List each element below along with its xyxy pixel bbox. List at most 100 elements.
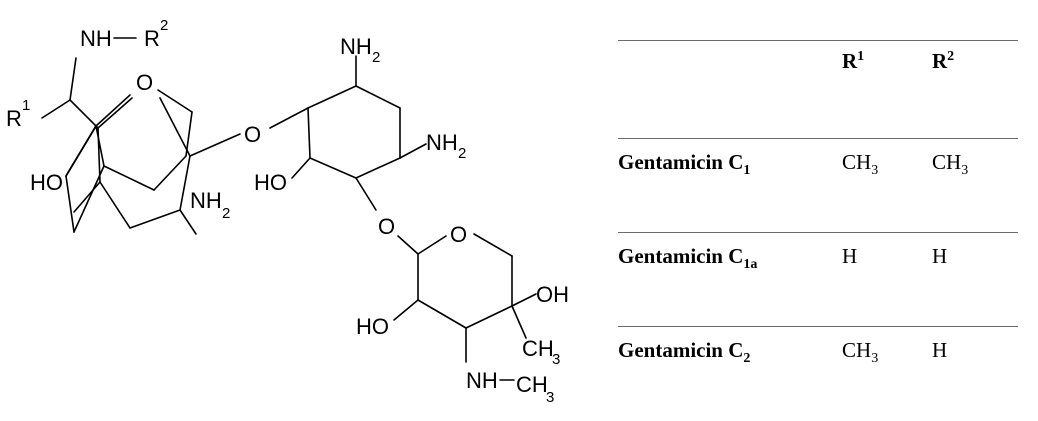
r2-superscript: 2 xyxy=(160,17,168,34)
bond xyxy=(97,97,133,129)
bond xyxy=(153,155,187,191)
bond xyxy=(309,157,357,179)
row-r1: CH3 xyxy=(842,139,932,233)
bond xyxy=(355,177,377,211)
row-name: Gentamicin C1a xyxy=(618,233,842,327)
bond xyxy=(69,57,77,101)
ring1-substituents xyxy=(41,37,241,235)
row-r2-subscript: 3 xyxy=(961,163,969,179)
nh-ch3-subscript: 3 xyxy=(546,389,554,406)
bond xyxy=(189,133,241,157)
r1-superscript: 1 xyxy=(22,97,30,114)
row-r1-main: CH xyxy=(842,338,872,362)
header-empty-cell xyxy=(618,41,842,139)
gentamicin-structure-diagram: NH R 2 R 1 O HO NH 2 O NH 2 NH 2 HO O O … xyxy=(6,17,569,406)
bond xyxy=(399,143,427,159)
bond xyxy=(103,165,155,191)
bond xyxy=(417,299,467,329)
bond xyxy=(99,181,131,229)
bond xyxy=(73,181,101,213)
bond xyxy=(65,175,75,233)
row-name-main: Gentamicin C xyxy=(618,150,744,174)
ring3-hexagon xyxy=(417,233,513,329)
header-r1: R1 xyxy=(842,41,932,139)
bond xyxy=(473,233,513,257)
bridge-oxygen-1: O xyxy=(244,122,261,147)
nh-ch3-ch-label: CH xyxy=(516,372,548,397)
row-r2: CH3 xyxy=(932,139,1018,233)
ho-middle-label: HO xyxy=(254,170,287,195)
bond xyxy=(393,299,419,321)
ch3-subscript: 3 xyxy=(552,351,560,368)
bond xyxy=(95,125,105,167)
table-row: Gentamicin C2 CH3 H xyxy=(618,326,1018,421)
ho-bottom-label: HO xyxy=(356,314,389,339)
ring2-substituents xyxy=(291,55,427,255)
nh2-left-subscript: 2 xyxy=(222,205,230,222)
nh-ch3-nh-label: NH xyxy=(466,368,498,393)
substituent-table-container: R1 R2 Gentamicin C1 CH3 CH3 Gentamicin C… xyxy=(618,40,1018,421)
bond xyxy=(307,85,357,109)
ring3-substituents xyxy=(393,293,537,381)
bond xyxy=(465,305,513,329)
row-name-main: Gentamicin C xyxy=(618,338,744,362)
header-r2-superscript: 2 xyxy=(947,49,955,64)
row-name-main: Gentamicin C xyxy=(618,244,744,268)
bond xyxy=(95,94,131,127)
row-name-subscript: 1a xyxy=(743,257,758,273)
header-r1-superscript: 1 xyxy=(857,49,865,64)
ho-left-label: HO xyxy=(30,170,63,195)
row-name: Gentamicin C2 xyxy=(618,327,842,421)
table-row: Gentamicin C1a H H xyxy=(618,232,1018,327)
bond xyxy=(159,97,191,157)
header-r1-main: R xyxy=(842,49,858,73)
bond xyxy=(41,99,71,119)
header-r2-main: R xyxy=(932,49,948,73)
header-r2: R2 xyxy=(932,41,1018,139)
row-name-subscript: 2 xyxy=(743,351,751,367)
ring1-oxygen: O xyxy=(136,70,153,95)
table-row: Gentamicin C1 CH3 CH3 xyxy=(618,138,1018,233)
r1-label: R xyxy=(6,106,22,131)
bond xyxy=(417,235,447,255)
row-r1-main: H xyxy=(842,244,858,268)
nh-label: NH xyxy=(80,26,112,51)
nh2-right-subscript: 2 xyxy=(458,145,466,162)
nh2-top-subscript: 2 xyxy=(372,49,380,66)
bridge-oxygen-2: O xyxy=(378,214,395,239)
row-r2-main: H xyxy=(932,244,948,268)
bond xyxy=(397,235,419,255)
oh-right-label: OH xyxy=(536,282,569,307)
row-r1-subscript: 3 xyxy=(871,351,879,367)
bond xyxy=(179,155,191,211)
ring1-bonds xyxy=(65,89,193,233)
nh2-right-label: NH xyxy=(426,130,458,155)
bond xyxy=(179,209,197,235)
nh2-top-label: NH xyxy=(340,34,372,59)
bond xyxy=(355,85,401,109)
r2-label: R xyxy=(144,26,160,51)
ring3-oxygen: O xyxy=(450,222,467,247)
row-r2: H xyxy=(932,327,1018,421)
row-name: Gentamicin C1 xyxy=(618,139,842,233)
row-r2-main: CH xyxy=(932,150,962,174)
row-r1: H xyxy=(842,233,932,327)
bond xyxy=(269,107,309,129)
bond xyxy=(97,127,101,183)
bond xyxy=(157,89,193,113)
ch3-label: CH xyxy=(522,336,554,361)
bond xyxy=(65,125,97,177)
bond xyxy=(73,165,105,233)
ring1-hexagon xyxy=(97,97,191,229)
row-r2-main: H xyxy=(932,338,948,362)
row-r1: CH3 xyxy=(842,327,932,421)
bond xyxy=(129,209,181,229)
table-header-row: R1 R2 xyxy=(618,40,1018,139)
nh2-left-label: NH xyxy=(190,188,222,213)
row-name-subscript: 1 xyxy=(743,163,751,179)
bond xyxy=(355,157,401,179)
row-r1-subscript: 3 xyxy=(871,163,879,179)
row-r1-main: CH xyxy=(842,150,872,174)
row-r2: H xyxy=(932,233,1018,327)
substituent-table: R1 R2 Gentamicin C1 CH3 CH3 Gentamicin C… xyxy=(618,40,1018,421)
